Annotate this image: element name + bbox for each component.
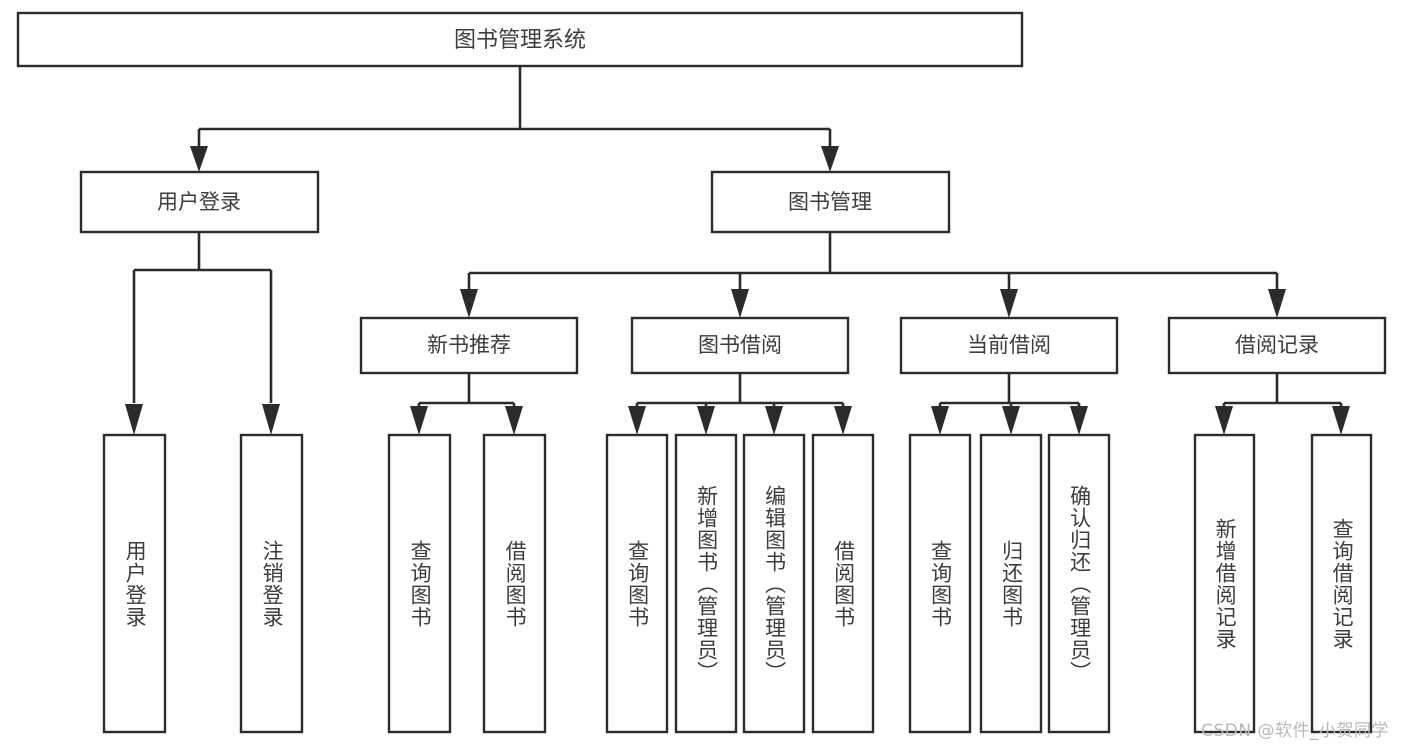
leaf-box-add-book[interactable] xyxy=(674,433,738,734)
node-borrow-record-box[interactable] xyxy=(1167,316,1387,375)
node-book-borrow-box[interactable] xyxy=(630,316,850,375)
arrow-to-leaf-query-book-1 xyxy=(410,406,428,435)
leaf-box-user-login[interactable] xyxy=(102,433,167,734)
node-root-box[interactable] xyxy=(16,11,1024,68)
arrow-to-leaf-query-book-2 xyxy=(628,406,646,435)
arrow-to-new-book xyxy=(460,289,478,318)
leaf-box-logout[interactable] xyxy=(239,433,304,734)
leaf-box-query-record[interactable] xyxy=(1310,433,1373,734)
arrow-to-leaf-edit-book xyxy=(765,406,783,435)
leaf-box-query-book-1[interactable] xyxy=(387,433,452,734)
arrow-to-leaf-confirm-return xyxy=(1070,406,1088,435)
leaf-box-return-book[interactable] xyxy=(979,433,1043,734)
leaf-box-borrow-book-1[interactable] xyxy=(482,433,547,734)
leaf-box-add-record[interactable] xyxy=(1193,433,1256,734)
leaf-box-edit-book[interactable] xyxy=(742,433,806,734)
arrow-to-leaf-borrow-book-2 xyxy=(834,406,852,435)
leaf-box-borrow-book-2[interactable] xyxy=(811,433,875,734)
arrow-to-leaf-query-record xyxy=(1332,406,1350,435)
node-layer: 图书管理系统 用户登录 图书管理 新书推荐 图书借阅 当前借阅 借阅记录 xyxy=(16,11,1387,734)
arrow-to-leaf-user-login xyxy=(125,404,143,435)
arrow-to-user-login xyxy=(190,146,208,172)
arrow-to-leaf-add-record xyxy=(1215,406,1233,435)
node-root-label: 图书管理系统 xyxy=(454,28,586,53)
node-user-login-box[interactable] xyxy=(79,170,320,234)
node-book-manage-box[interactable] xyxy=(710,170,951,234)
node-current-borrow-label: 当前借阅 xyxy=(967,333,1051,357)
arrow-to-leaf-query-book-3 xyxy=(931,406,949,435)
node-new-book-recommend-box[interactable] xyxy=(359,316,579,375)
arrow-to-leaf-return-book xyxy=(1002,406,1020,435)
node-book-manage-label: 图书管理 xyxy=(788,190,872,214)
leaf-box-query-book-2[interactable] xyxy=(605,433,669,734)
arrow-to-leaf-logout xyxy=(262,404,280,435)
node-book-borrow-label: 图书借阅 xyxy=(698,333,782,357)
leaf-box-query-book-3[interactable] xyxy=(908,433,972,734)
arrow-to-book-borrow xyxy=(731,289,749,318)
csdn-watermark: CSDN @软件_小贺同学 xyxy=(1201,721,1389,741)
connector-layer xyxy=(125,66,1350,435)
node-current-borrow-box[interactable] xyxy=(899,316,1119,375)
node-borrow-record-label: 借阅记录 xyxy=(1235,333,1319,357)
leaf-box-confirm-return[interactable] xyxy=(1047,433,1111,734)
arrow-to-leaf-add-book xyxy=(697,406,715,435)
arrow-to-book-manage xyxy=(821,146,839,172)
arrow-to-leaf-borrow-book-1 xyxy=(505,406,523,435)
node-user-login-label: 用户登录 xyxy=(157,190,241,214)
node-new-book-recommend-label: 新书推荐 xyxy=(427,333,511,357)
arrow-to-current-borrow xyxy=(1000,289,1018,318)
arrow-to-borrow-record xyxy=(1268,289,1286,318)
